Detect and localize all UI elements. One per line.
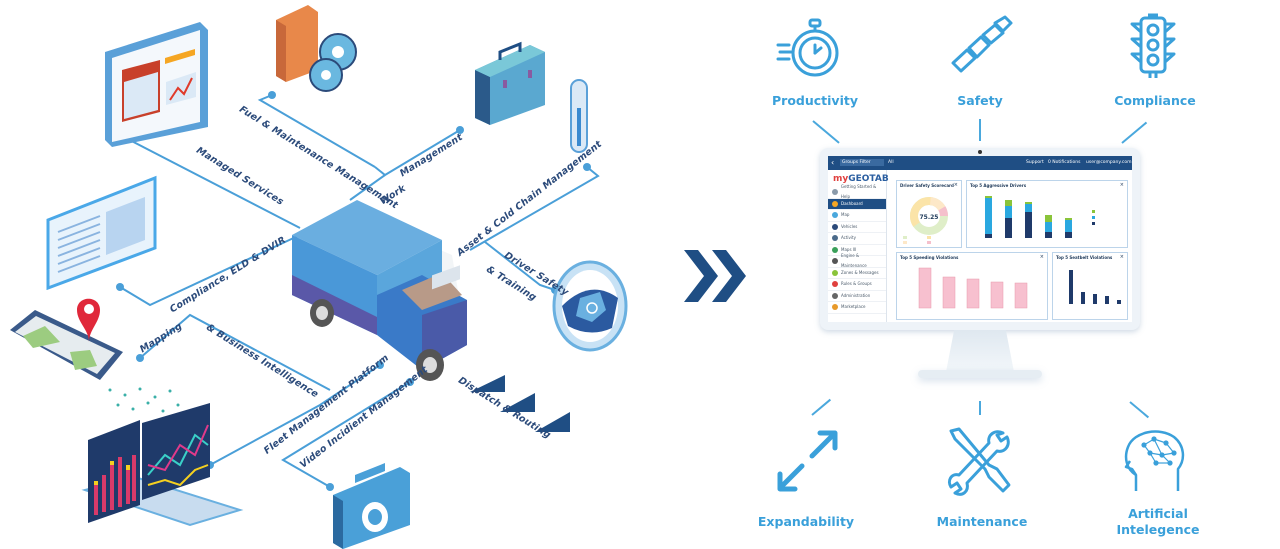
benefit-safety-label: Safety [957,93,1003,108]
sidebar-item-engine[interactable]: Engine & Maintenance [828,253,886,268]
sidebar-item-maps[interactable]: Maps III [828,245,886,256]
monitor-base [918,370,1042,378]
connector-expandability [811,398,832,416]
close-icon[interactable]: × [1119,182,1124,188]
benefit-ai-line2: Intelegence [1116,522,1200,537]
sidebar: myGEOTAB Getting Started & Help Dashboar… [828,170,889,322]
marketplace-icon [832,304,838,311]
tablet-dashboard-icon [105,22,208,147]
monitor-stand [946,330,1014,372]
notifications-link[interactable]: 0 Notifications [1048,160,1081,165]
phone-map-pin-icon [10,298,123,380]
connector-safety [979,119,981,141]
groups-filter-input[interactable] [840,159,884,166]
help-icon [832,189,838,196]
fuel-can-gears-icon [276,5,357,92]
webcam-dot [978,150,982,154]
benefit-ai-line1: Artificial [1128,506,1188,521]
panel-aggressive-drivers: Top 5 Aggressive Drivers × [966,180,1128,248]
steering-wheel-icon [552,260,628,352]
dash-camera-icon [333,463,410,549]
groups-filter-text: Groups Filter [842,160,871,165]
close-icon[interactable]: × [953,182,958,188]
benefit-ai-label: Artificial Intelegence [1108,506,1208,538]
panel-driver-safety-scorecard: Driver Safety Scorecard × 75.25 [896,180,962,248]
vehicle-icon [832,223,838,230]
zones-icon [832,269,838,276]
benefit-compliance-label: Compliance [1114,93,1196,108]
dashboard-icon [832,200,838,207]
back-chevron-icon[interactable]: ‹ [831,158,835,167]
sidebar-item-vehicles[interactable]: Vehicles [828,222,886,233]
topbar: ‹ Groups Filter All Support 0 Notificati… [828,156,1132,170]
fleet-solutions-diagram: Fuel & Maintenance Management Managed Se… [10,5,628,549]
panel-title: Driver Safety Scorecard [900,183,954,188]
sidebar-item-marketplace[interactable]: Marketplace [828,302,886,314]
sidebar-item-dashboard[interactable]: Dashboard [828,198,886,210]
traffic-light-icon [1130,13,1176,78]
filter-all[interactable]: All [888,160,894,165]
speeding-bar-chart [918,267,1028,309]
connector-compliance [1121,121,1148,144]
map-icon [832,212,838,219]
sidebar-item-activity[interactable]: Activity [828,233,886,245]
stopwatch-icon [776,18,839,77]
delivery-truck-icon [292,200,467,381]
sidebar-item-admin[interactable]: Administration [828,291,886,302]
connector-ai [1129,401,1150,419]
sidebar-item-help[interactable]: Getting Started & Help [828,184,886,199]
ai-brain-icon [1124,430,1185,491]
connector-maintenance [979,401,981,415]
expand-arrows-icon [777,430,838,492]
sidebar-item-map[interactable]: Map [828,210,886,222]
activity-icon [832,235,838,242]
globe-icon [832,246,838,253]
thermometer-icon [570,79,588,153]
close-icon[interactable]: × [1119,254,1124,260]
support-link[interactable]: Support [1026,160,1044,165]
briefcase-icon [475,41,545,125]
monitor: ‹ Groups Filter All Support 0 Notificati… [820,148,1140,330]
panel-seatbelt-violations: Top 5 Seatbelt Violations × [1052,252,1128,320]
benefit-maintenance-label: Maintenance [936,514,1028,529]
panel-speeding-violations: Top 5 Speeding Violations × [896,252,1048,320]
mygeotab-screen: ‹ Groups Filter All Support 0 Notificati… [828,156,1132,322]
stacked-bar-chart [985,196,1095,238]
donut-chart: 75.25 [903,197,948,244]
mygeotab-logo: myGEOTAB [833,174,889,184]
sidebar-item-zones[interactable]: Zones & Messages [828,268,886,279]
benefit-productivity-label: Productivity [772,93,858,108]
user-account[interactable]: user@company.com [1086,160,1132,165]
gear-icon [832,292,838,299]
double-chevron-right-icon [684,250,746,302]
close-icon[interactable]: × [1039,254,1044,260]
seatbelt-icon [951,15,1013,73]
laptop-charts-icon [81,387,244,527]
panel-title: Top 5 Seatbelt Violations [1056,255,1113,260]
engine-icon [832,258,838,265]
rules-icon [832,281,838,288]
seatbelt-bar-chart [1069,270,1121,304]
benefit-expandability-label: Expandability [757,514,855,529]
panel-title: Top 5 Aggressive Drivers [970,183,1027,188]
average-score: 75.25 [920,214,939,221]
sidebar-item-rules[interactable]: Rules & Groups [828,279,886,291]
panel-title: Top 5 Speeding Violations [900,255,959,260]
connector-productivity [812,120,840,144]
wrench-screwdriver-icon [947,427,1011,496]
document-screen-icon [46,175,157,290]
